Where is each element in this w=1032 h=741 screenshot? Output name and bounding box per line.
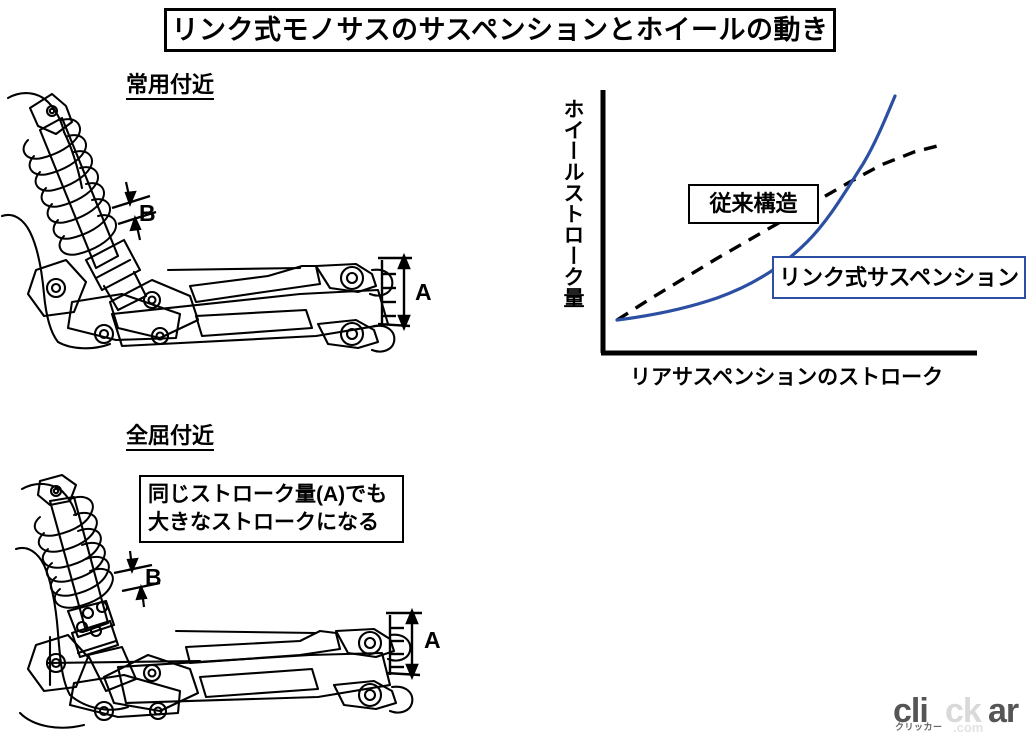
suspension-illustration-full-compression [14,473,422,729]
legend-conventional: 従来構造 [688,184,819,224]
watermark-domain: .com [953,720,984,735]
legend-conventional-label: 従来構造 [709,191,798,216]
chart-y-axis-title: ホイールストローク量 [561,98,584,308]
dimension-label-a-upper: A [415,279,432,305]
series-linkage-line [615,94,897,322]
dimension-label-b-lower: B [145,564,162,590]
dim-a-arrow-lower [405,607,419,681]
page-title-box: リンク式モノサスのサスペンションとホイールの動き [164,8,836,52]
suspension-illustration-normal [0,92,412,353]
callout-note-line-1: 同じストローク量(A)でも [148,483,388,507]
legend-linkage-label: リンク式サスペンション [778,264,1020,290]
dimension-label-a-lower: A [424,627,441,653]
dim-b-arrows-upper [124,181,142,241]
stroke-chart [545,80,1032,400]
page-title: リンク式モノサスのサスペンションとホイールの動き [171,14,829,45]
callout-note-line-2: 大きなストロークになる [148,511,379,534]
section-heading-normal: 常用付近 [126,72,215,101]
series-conventional-line [616,142,946,322]
watermark-main-text: cli [893,692,929,730]
watermark-faded-text: ck [945,692,982,730]
section-heading-full-compression: 全屈付近 [126,423,215,452]
dimension-label-b-upper: B [139,200,156,226]
watermark-tail-text: ar [988,692,1019,730]
dim-a-arrow-upper [397,252,411,332]
dim-a-ruler-upper [377,256,412,328]
chart-axes [600,90,977,356]
watermark-subtitle: クリッカー [895,722,943,732]
stroke-chart-svg [600,90,977,356]
callout-note-box: 同じストローク量(A)でも 大きなストロークになる [139,475,404,543]
dim-a-ruler-lower [385,611,422,677]
legend-linkage: リンク式サスペンション [772,256,1026,299]
chart-x-axis-title: リアサスペンションのストローク [630,366,944,389]
dim-b-arrows-lower [126,550,148,608]
clicar-watermark: cli ck ar クリッカー .com [893,694,1023,736]
